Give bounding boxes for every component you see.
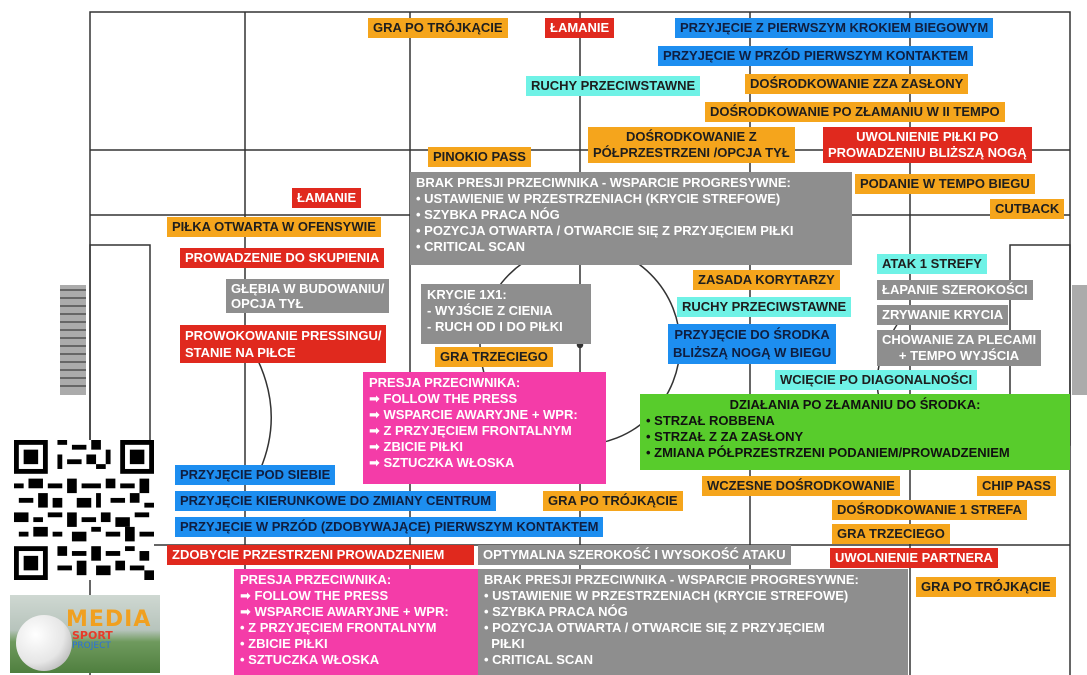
box-presja-mid-item: ➡ SZTUCZKA WŁOSKA [369,455,515,470]
box-brak-presji-top-item: • SZYBKA PRACA NÓG [416,207,560,222]
box-presja-mid-item: ➡ WSPARCIE AWARYJNE + WPR: [369,407,578,422]
label-pilka-otwarta: PIŁKA OTWARTA W OFENSYWIE [167,217,381,237]
label-zdobycie-przestrzeni: ZDOBYCIE PRZESTRZENI PROWADZENIEM [167,545,474,565]
box-presja-bottom-item: • ZBICIE PIŁKI [240,636,328,651]
box-dzialania-title: DZIAŁANIA PO ZŁAMANIU DO ŚRODKA: [729,397,981,412]
box-presja-mid-item: ➡ Z PRZYJĘCIEM FRONTALNYM [369,423,572,438]
box-brak-presji-bottom-item: • USTAWIENIE W PRZESTRZENIACH (KRYCIE ST… [484,588,849,603]
label-optymalna-szerokosc: OPTYMALNA SZEROKOŚĆ I WYSOKOŚĆ ATAKU [478,545,791,565]
box-krycie-1x1-title: KRYCIE 1X1: [427,287,507,302]
box-brak-presji-bottom-item: • SZYBKA PRACA NÓG [484,604,628,619]
label-gra-po-trojkacie-top: GRA PO TRÓJKĄCIE [368,18,508,38]
label-dosrodkowanie-1-strefa: DOŚRODKOWANIE 1 STREFA [832,500,1027,520]
box-dzialania-item: • STRZAŁ ROBBENA [646,413,775,428]
label-dosrodkowanie-po-zlamaniu: DOŚRODKOWANIE PO ZŁAMANIU W II TEMPO [705,102,1005,122]
box-presja-bottom: PRESJA PRZECIWNIKA: ➡ FOLLOW THE PRESS ➡… [234,569,478,675]
box-brak-presji-bottom-item: • CRITICAL SCAN [484,652,594,667]
label-wczesne-dosrodkowanie: WCZESNE DOŚRODKOWANIE [702,476,900,496]
label-wciecie: WCIĘCIE PO DIAGONALNOŚCI [775,370,978,390]
box-dzialania-item: • ZMIANA PÓŁPRZESTRZENI PODANIEM/PROWADZ… [646,445,1010,460]
media-sport-logo[interactable]: MEDIA SPORT PROJECT [10,595,160,673]
box-brak-presji-top-item: • USTAWIENIE W PRZESTRZENIACH (KRYCIE ST… [416,191,781,206]
label-atak-1-strefy: ATAK 1 STREFY [877,254,987,274]
label-dosrodkowanie-zza-zaslony: DOŚRODKOWANIE ZZA ZASŁONY [745,74,969,94]
box-presja-bottom-item: • SZTUCZKA WŁOSKA [240,652,380,667]
logo-word-project: PROJECT [72,641,111,651]
label-lamanie-top: ŁAMANIE [545,18,615,38]
label-gra-trzeciego-bottom: GRA TRZECIEGO [832,524,950,544]
label-prowokowanie: PROWOKOWANIE PRESSINGU/ STANIE NA PIŁCE [180,325,387,363]
box-brak-presji-bottom-item: • POZYCJA OTWARTA / OTWARCIE SIĘ Z PRZYJ… [484,620,825,635]
label-ruchy-przeciwstawne-mid: RUCHY PRZECIWSTAWNE [677,297,852,317]
box-brak-presji-bottom-title: BRAK PRESJI PRZECIWNIKA - WSPARCIE PROGR… [484,572,859,587]
box-presja-mid-title: PRESJA PRZECIWNIKA: [369,375,521,390]
label-cutback: CUTBACK [990,199,1065,219]
label-prowadzenie-do-skupienia: PROWADZENIE DO SKUPIENIA [180,248,385,268]
box-presja-mid-item: ➡ ZBICIE PIŁKI [369,439,463,454]
label-dosrodkowanie-z-polprzestrzeni: DOŚRODKOWANIE Z PÓŁPRZESTRZENI /OPCJA TY… [588,127,795,163]
box-brak-presji-bottom-item: PIŁKI [484,636,525,651]
label-lapanie-szerokosci: ŁAPANIE SZEROKOŚCI [877,280,1033,300]
qr-code-icon[interactable] [14,440,154,580]
logo-word-media: MEDIA [66,607,152,632]
label-przyjecie-krokiem: PRZYJĘCIE Z PIERWSZYM KROKIEM BIEGOWYM [675,18,994,38]
box-brak-presji-top-item: • CRITICAL SCAN [416,239,526,254]
label-chip-pass: CHIP PASS [977,476,1056,496]
box-presja-bottom-item: ➡ FOLLOW THE PRESS [240,588,389,603]
label-podanie-w-tempo: PODANIE W TEMPO BIEGU [855,174,1035,194]
label-uwolnienie-pilki: UWOLNIENIE PIŁKI PO PROWADZENIU BLIŻSZĄ … [823,127,1032,163]
box-brak-presji-top: BRAK PRESJI PRZECIWNIKA - WSPARCIE PROGR… [410,172,852,265]
box-presja-bottom-item: ➡ WSPARCIE AWARYJNE + WPR: [240,604,449,619]
box-krycie-1x1: KRYCIE 1X1: - WYJŚCIE Z CIENIA - RUCH OD… [421,284,591,344]
label-przyjecie-w-przod-top: PRZYJĘCIE W PRZÓD PIERWSZYM KONTAKTEM [658,46,974,66]
label-lamanie-left: ŁAMANIE [292,188,362,208]
label-pinokio-pass: PINOKIO PASS [428,147,531,167]
label-chowanie: CHOWANIE ZA PLECAMI + TEMPO WYJŚCIA [877,330,1042,366]
label-gra-po-trojkacie-bottom: GRA PO TRÓJKĄCIE [916,577,1056,597]
box-presja-mid-item: ➡ FOLLOW THE PRESS [369,391,518,406]
box-presja-bottom-title: PRESJA PRZECIWNIKA: [240,572,392,587]
label-przyjecie-w-przod-bottom: PRZYJĘCIE W PRZÓD (ZDOBYWAJĄCE) PIERWSZY… [175,517,604,537]
box-brak-presji-top-item: • POZYCJA OTWARTA / OTWARCIE SIĘ Z PRZYJ… [416,223,794,238]
label-przyjecie-do-srodka: PRZYJĘCIE DO ŚRODKA BLIŻSZĄ NOGĄ W BIEGU [668,324,837,364]
label-zrywanie-krycia: ZRYWANIE KRYCIA [877,305,1009,325]
label-zasada-korytarzy: ZASADA KORYTARZY [693,270,840,290]
box-krycie-1x1-item: - RUCH OD I DO PIŁKI [427,319,563,334]
label-uwolnienie-partnera: UWOLNIENIE PARTNERA [830,548,998,568]
label-zdobycie-przestrzeni-text: ZDOBYCIE PRZESTRZENI PROWADZENIEM [172,547,445,562]
label-ruchy-przeciwstawne-top: RUCHY PRZECIWSTAWNE [526,76,701,96]
box-brak-presji-bottom: BRAK PRESJI PRZECIWNIKA - WSPARCIE PROGR… [478,569,908,675]
logo-word-sport: SPORT [72,629,113,642]
label-glebia: GŁĘBIA W BUDOWANIU/ OPCJA TYŁ [226,279,390,313]
football-icon [16,615,72,671]
box-presja-bottom-item: • Z PRZYJĘCIEM FRONTALNYM [240,620,437,635]
box-dzialania-item: • STRZAŁ Z ZA ZASŁONY [646,429,804,444]
box-krycie-1x1-item: - WYJŚCIE Z CIENIA [427,303,553,318]
label-przyjecie-kierunkowe: PRZYJĘCIE KIERUNKOWE DO ZMIANY CENTRUM [175,491,497,511]
label-gra-trzeciego-mid: GRA TRZECIEGO [435,347,553,367]
box-dzialania: DZIAŁANIA PO ZŁAMANIU DO ŚRODKA: • STRZA… [640,394,1070,470]
box-presja-mid: PRESJA PRZECIWNIKA: ➡ FOLLOW THE PRESS ➡… [363,372,606,484]
label-przyjecie-pod-siebie: PRZYJĘCIE POD SIEBIE [175,465,336,485]
box-brak-presji-top-title: BRAK PRESJI PRZECIWNIKA - WSPARCIE PROGR… [416,175,791,190]
label-gra-po-trojkacie-mid: GRA PO TRÓJKĄCIE [543,491,683,511]
